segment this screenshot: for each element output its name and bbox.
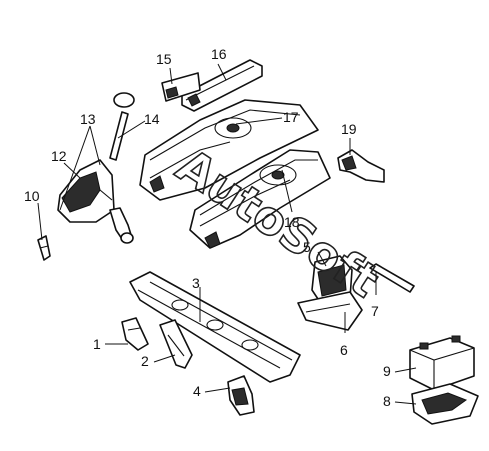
part-15-bracket [161, 72, 201, 102]
callout-7: 7 [371, 303, 379, 319]
callout-3: 3 [192, 275, 200, 291]
part-8-tray [411, 383, 479, 425]
callout-12: 12 [51, 148, 67, 164]
part-5-clamp [311, 255, 353, 306]
part-13-lower-bracket [109, 207, 134, 244]
callout-5: 5 [303, 239, 311, 255]
part-14-stay-rod [109, 92, 135, 161]
part-3-front-panel [129, 271, 301, 383]
part-18-rear-floor-panel [189, 149, 331, 249]
part-6-holder [297, 291, 363, 331]
callout-6: 6 [340, 342, 348, 358]
leader-lines [37, 63, 417, 405]
part-19-bracket [337, 149, 385, 183]
part-1-bracket [121, 317, 149, 351]
callout-14: 14 [144, 111, 160, 127]
part-4-mount [227, 375, 255, 416]
part-7-strap [369, 263, 415, 293]
callout-10: 10 [24, 188, 40, 204]
part-16-cross-member [181, 59, 263, 112]
callout-1: 1 [93, 336, 101, 352]
callout-19: 19 [341, 121, 357, 137]
callout-16: 16 [211, 46, 227, 62]
callout-labels: 1 2 3 4 5 6 7 8 9 10 12 13 14 15 16 17 1… [24, 46, 391, 409]
part-2-bracket [159, 319, 193, 369]
part-12-support-housing [57, 159, 115, 223]
part-10-clip [37, 235, 51, 261]
callout-17: 17 [283, 109, 299, 125]
part-17-floor-panel [139, 99, 319, 201]
callout-2: 2 [141, 353, 149, 369]
part-9-battery [409, 335, 475, 391]
callout-18: 18 [284, 214, 300, 230]
callout-15: 15 [156, 51, 172, 67]
callout-13: 13 [80, 111, 96, 127]
callout-8: 8 [383, 393, 391, 409]
callout-4: 4 [193, 383, 201, 399]
callout-9: 9 [383, 363, 391, 379]
